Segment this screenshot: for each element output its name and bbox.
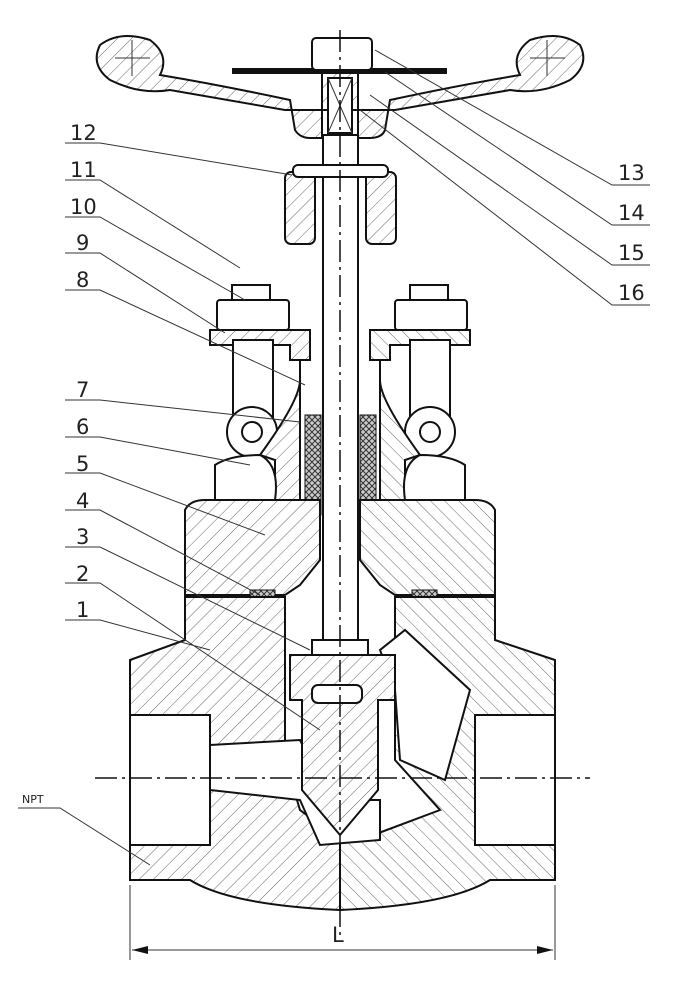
part-label-16: 16: [618, 281, 645, 305]
gland-nut: [284, 164, 397, 245]
part-label-1: 1: [76, 598, 89, 622]
dimension-L: L: [129, 885, 556, 960]
part-label-14: 14: [618, 201, 645, 225]
bonnet: [258, 360, 301, 516]
npt-label: NPT: [22, 793, 44, 806]
eye-bolts: [216, 284, 468, 458]
part-label-11: 11: [70, 158, 97, 182]
part-label-4: 4: [76, 489, 89, 513]
dimension-label: L: [332, 923, 344, 947]
part-label-5: 5: [76, 452, 89, 476]
part-labels-left: 12 11 10 9 8 7 6 5 4 3 2 1 NPT: [18, 121, 321, 866]
part-label-2: 2: [76, 562, 89, 586]
part-label-3: 3: [76, 525, 89, 549]
part-label-12: 12: [70, 121, 97, 145]
part-label-9: 9: [76, 231, 89, 255]
handwheel-nut: [311, 37, 373, 71]
part-labels-right: 13 14 15 16: [359, 49, 650, 306]
part-label-10: 10: [70, 195, 97, 219]
part-label-8: 8: [76, 268, 89, 292]
part-label-15: 15: [618, 241, 645, 265]
part-label-6: 6: [76, 415, 89, 439]
part-label-13: 13: [618, 161, 645, 185]
inlet-port: [129, 714, 211, 846]
outlet-port: [474, 714, 556, 846]
part-label-7: 7: [76, 378, 89, 402]
